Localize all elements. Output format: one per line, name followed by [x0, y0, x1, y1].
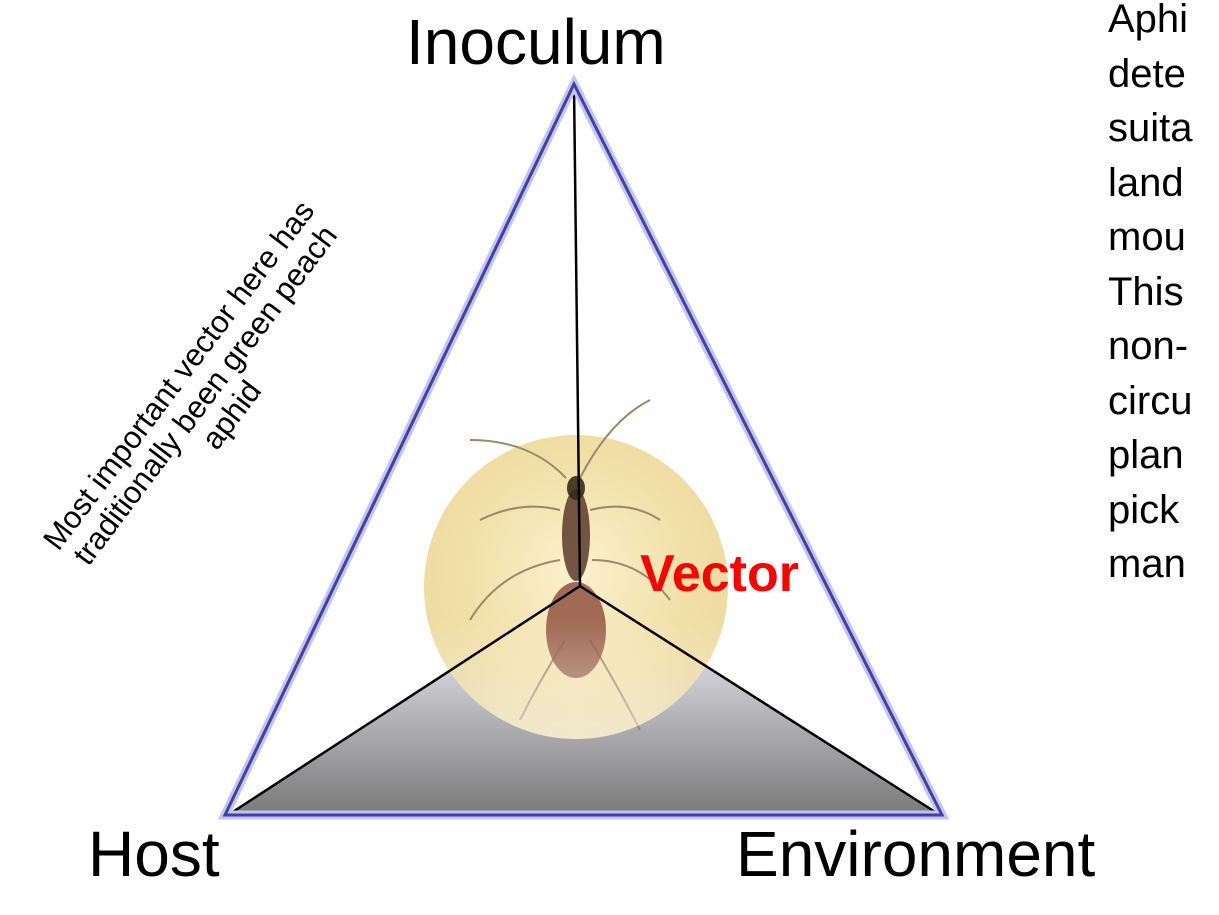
side-text-line: This — [1108, 265, 1219, 320]
side-text-line: circu — [1108, 374, 1219, 429]
vertex-label-environment: Environment — [736, 822, 1095, 886]
vertex-label-host: Host — [88, 822, 220, 886]
side-text-line: mou — [1108, 210, 1219, 265]
side-text-line: land — [1108, 156, 1219, 211]
side-text-line: pick — [1108, 483, 1219, 538]
side-text-line: Aphi — [1108, 0, 1219, 47]
side-text-line: suita — [1108, 101, 1219, 156]
side-text-line: non- — [1108, 319, 1219, 374]
side-text-line: plan — [1108, 428, 1219, 483]
side-text-line: dete — [1108, 47, 1219, 102]
vertex-label-inoculum: Inoculum — [406, 10, 666, 74]
center-label-vector: Vector — [640, 548, 799, 600]
side-text-line: man — [1108, 537, 1219, 592]
